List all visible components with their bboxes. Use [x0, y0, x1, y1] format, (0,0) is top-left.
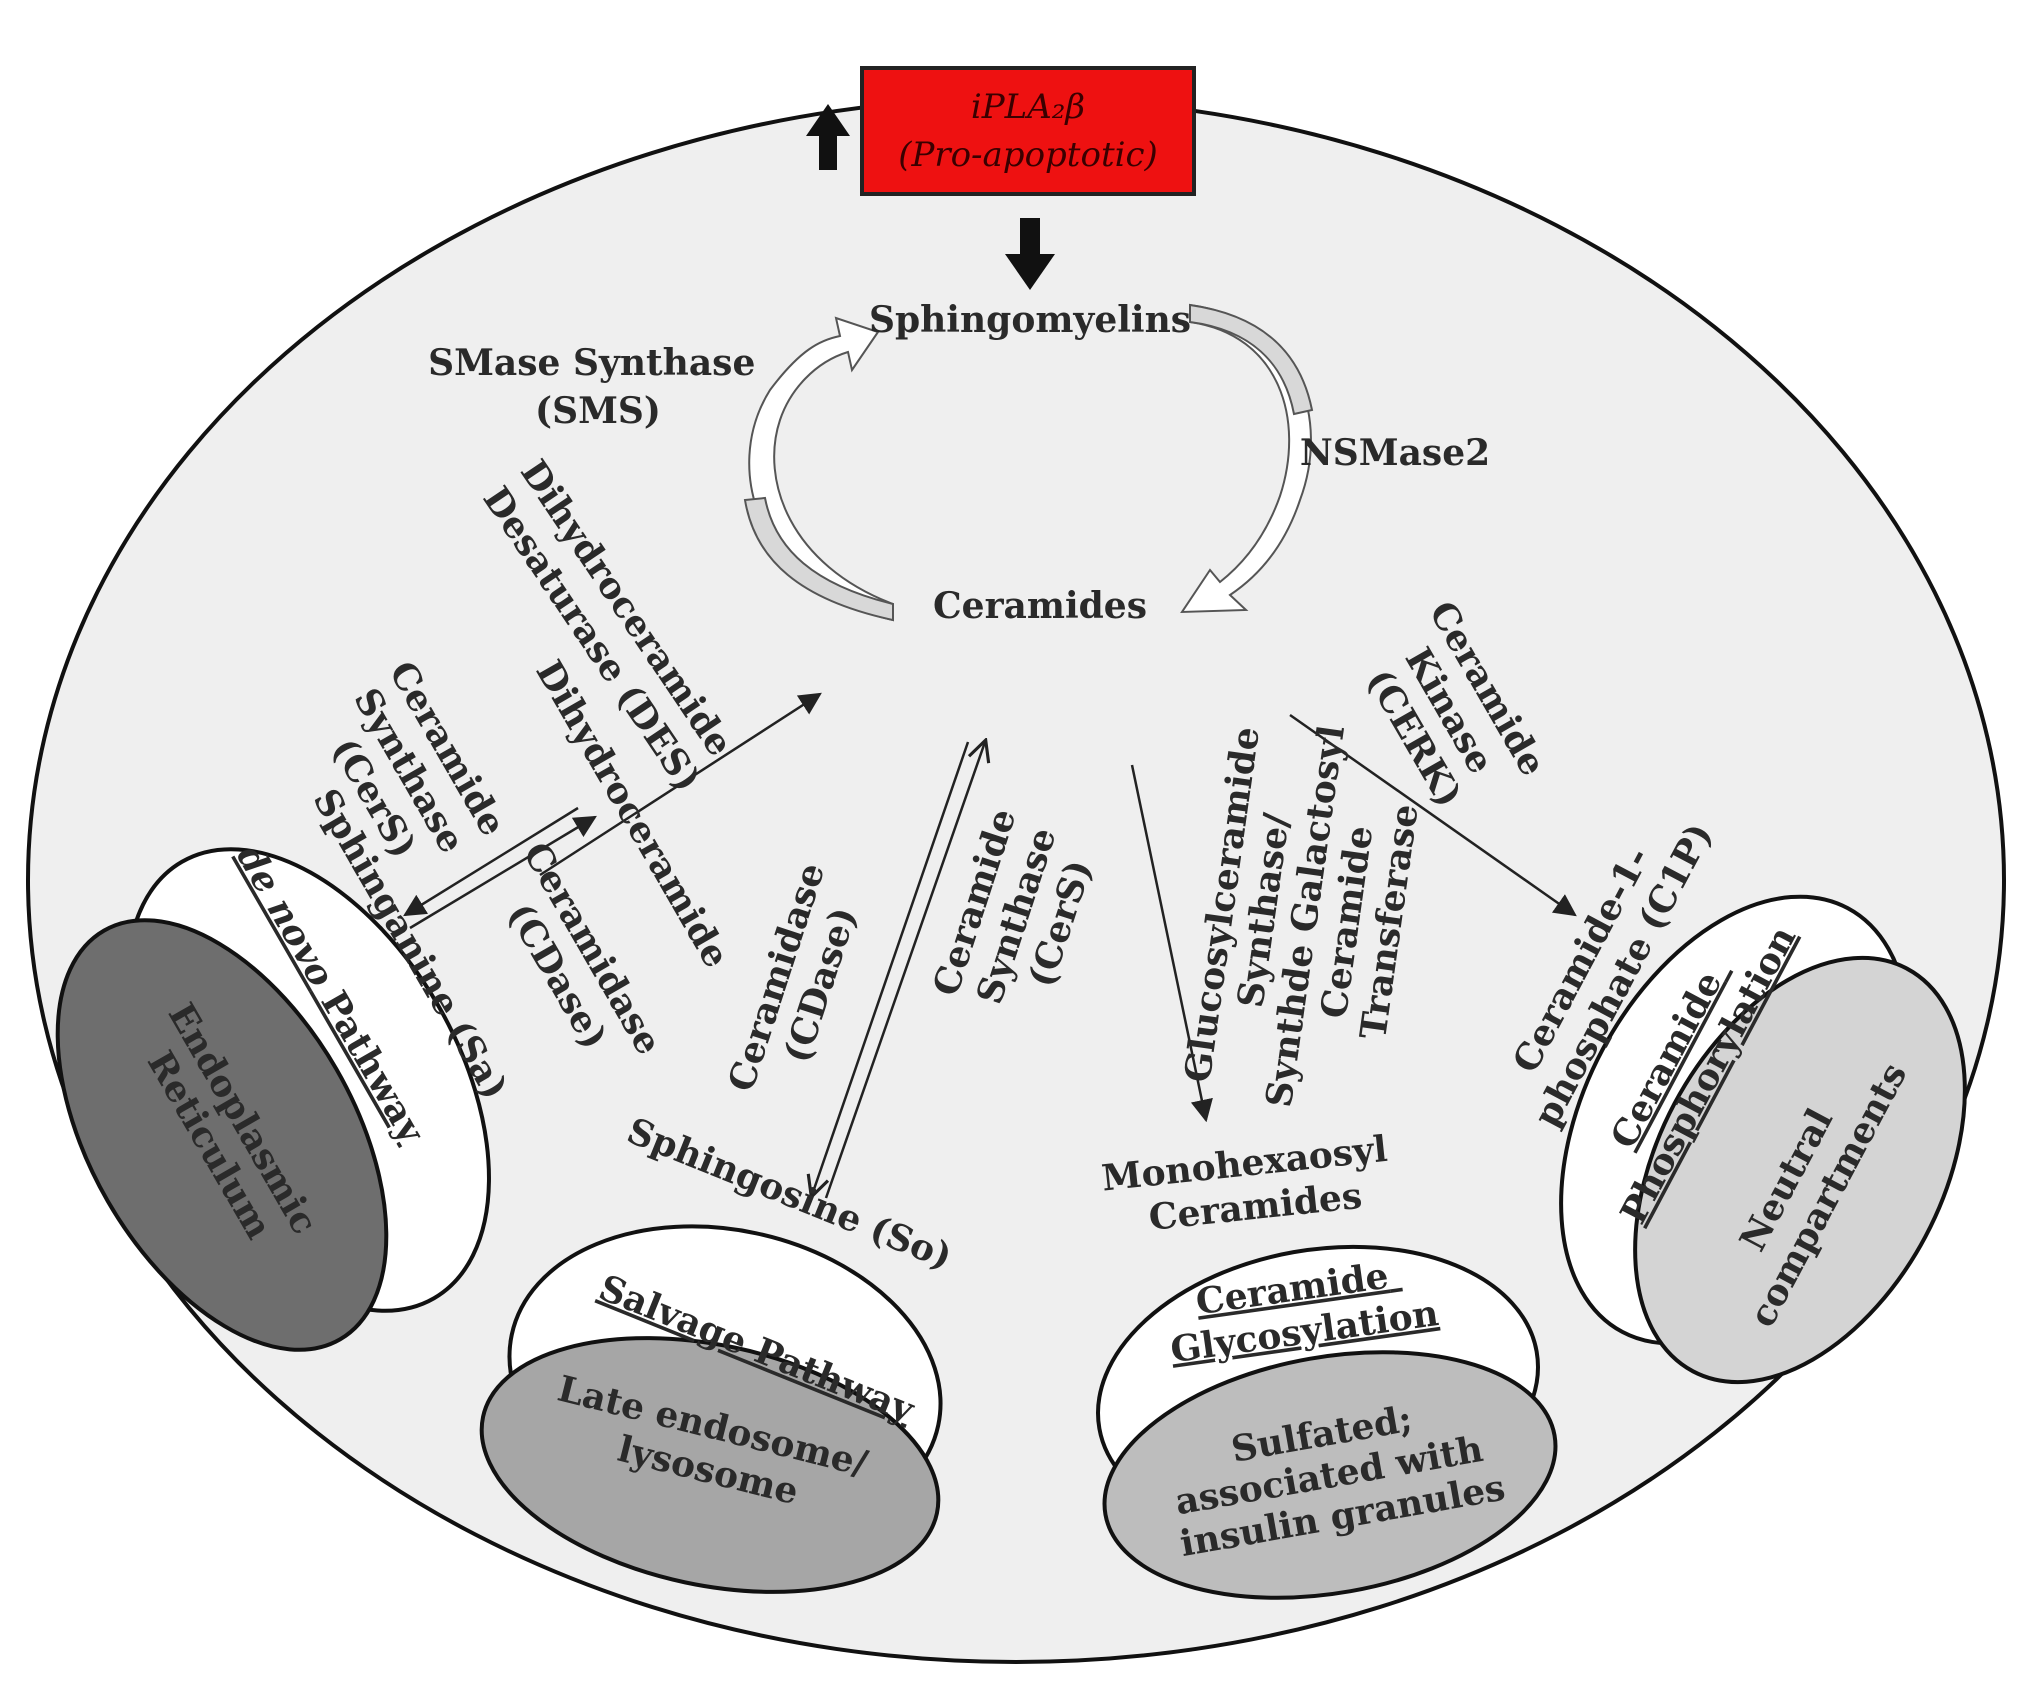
sms-line1: SMase Synthase [428, 342, 755, 384]
glycosylation-compartment: Ceramide Glycosylation Sulfated; associa… [1096, 1244, 1558, 1600]
er-compartment: Endoplasmic Reticulum de novo Pathway [55, 838, 491, 1352]
down-arrow-icon [1005, 218, 1055, 290]
cerk-arrow [1289, 713, 1577, 917]
ceramides-label: Ceramides [933, 585, 1147, 627]
salvage-compartment: Salvage Pathway Late endosome/ lysosome [479, 1224, 943, 1594]
cdase-mid-arrow [812, 741, 970, 1195]
cdase-left-arrow [409, 815, 597, 930]
nsmase2-label: NSMase2 [1300, 432, 1490, 474]
sphingomyelins-label: Sphingomyelins [869, 299, 1191, 341]
cers-left-arrow [403, 806, 579, 917]
nsmase2-cycle-arrow [1180, 303, 1314, 614]
increase-arrow-icon [806, 104, 850, 170]
sms-label: SMase Synthase (SMS) [428, 342, 768, 432]
ipla2-beta-label: iPLA₂β [971, 87, 1085, 127]
sms-cycle-arrow [743, 316, 894, 622]
pro-apoptotic-label: (Pro-apoptotic) [898, 135, 1158, 175]
gcs-arrow [1130, 764, 1213, 1123]
ipla2-beta-box: iPLA₂β (Pro-apoptotic) [860, 66, 1196, 196]
sms-line2: (SMS) [535, 390, 661, 432]
cers-mid-arrow [824, 742, 985, 1199]
des-arrow [539, 692, 822, 877]
